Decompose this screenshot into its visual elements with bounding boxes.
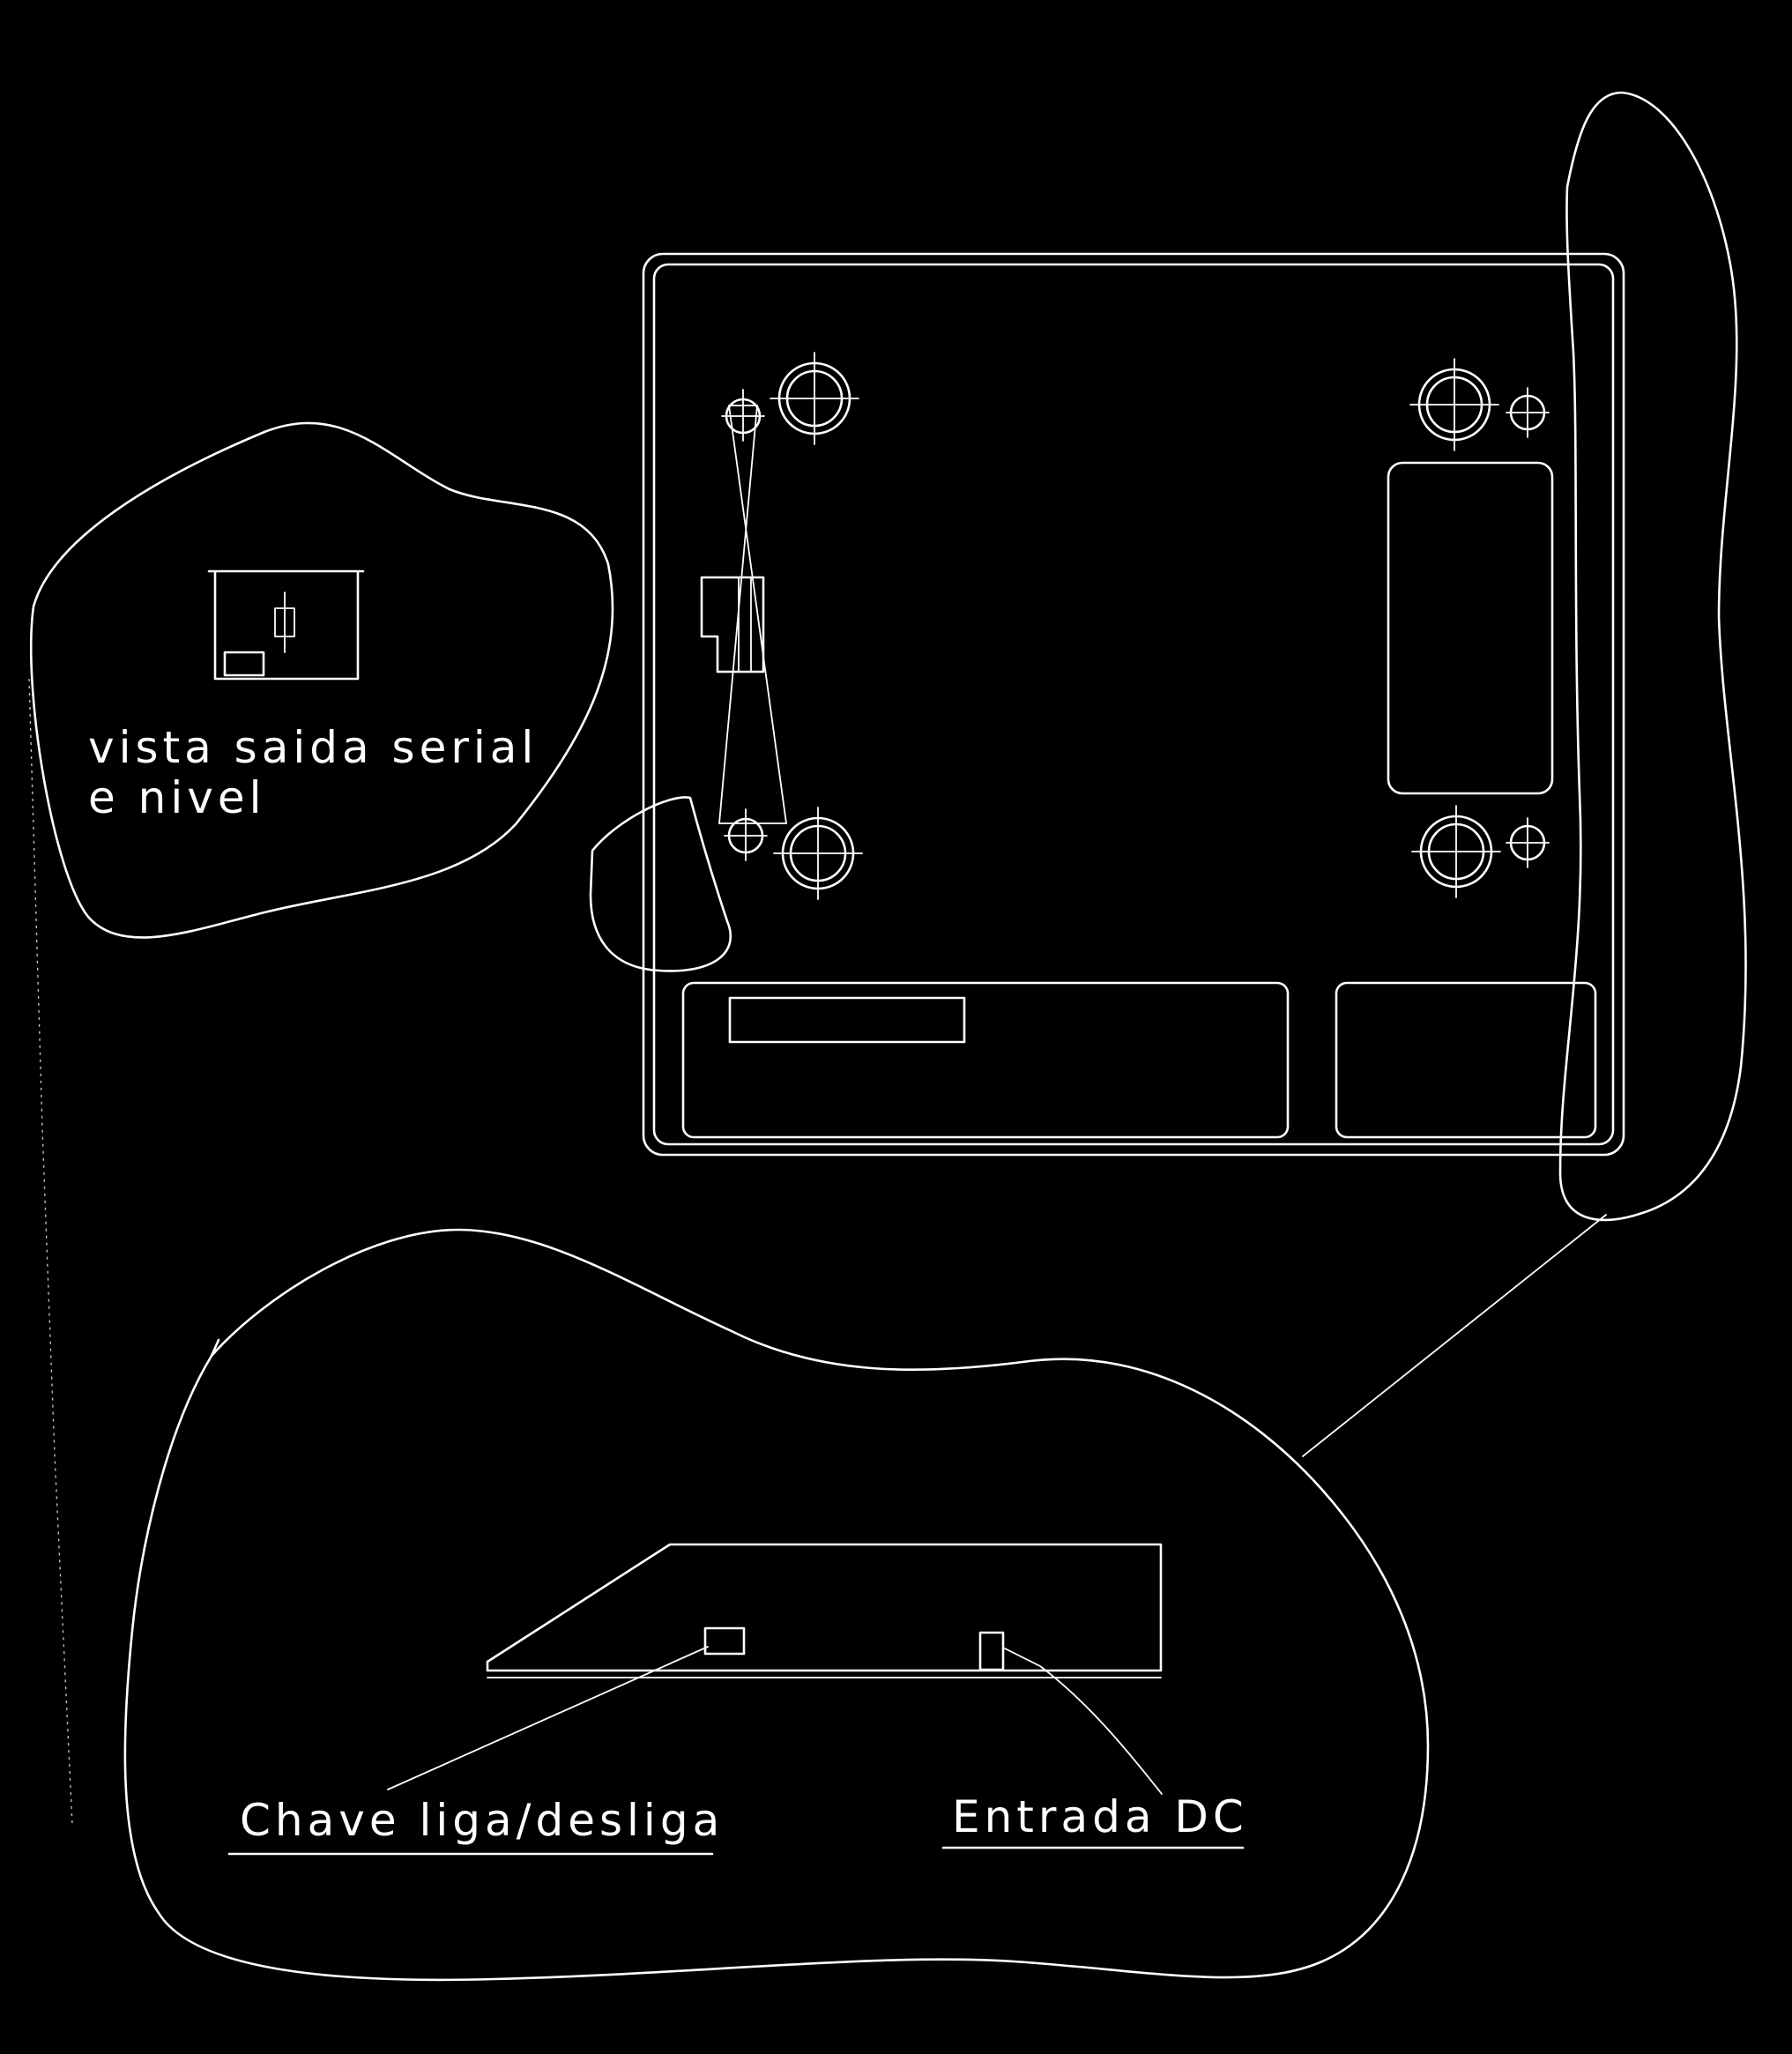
device-top-view [642,252,1625,1157]
serial-level-detail-bubble: vista saida serial e nivel [29,421,614,939]
side-view-detail-bubble: Chave liga/desliga Entrada DC [123,1228,1430,1982]
dc-input-label: Entrada DC [952,1791,1248,1842]
serial-connector-cutout [1387,461,1554,795]
display-panel [681,981,1290,1139]
connector-side-marker [1558,91,1747,1222]
mounting-hole-top-left [770,352,859,445]
mounting-hole-bottom-left [773,807,863,900]
side-bubble-outline [123,1228,1430,1982]
power-switch-leader [387,1646,709,1790]
display-window [728,996,966,1044]
serial-view-label-line2: e nivel [88,772,265,823]
serial-detail-port [223,651,265,677]
screw-mark-top-left [721,389,765,442]
serial-view-label-line1: vista saida serial [88,722,538,773]
case-inner-outline [652,263,1615,1146]
keypad-panel [1335,981,1597,1139]
power-switch [703,1626,746,1656]
device-side-profile [486,1543,1163,1672]
screw-mark-bottom-right [1506,817,1550,868]
power-switch-label: Chave liga/desliga [240,1795,724,1846]
case-outer-outline [642,252,1625,1157]
mounting-hole-bottom-right [1411,805,1501,898]
serial-bubble-outline [29,421,614,939]
level-detail-marker [589,796,732,972]
screw-mark-bottom-left [724,808,768,861]
detail-leader-line [1302,1214,1607,1457]
dc-input-jack [978,1631,1005,1671]
screw-mark-top-right [1506,387,1550,438]
side-bubble-tick [210,1338,220,1358]
serial-detail-housing [207,569,365,681]
level-indicator [700,405,787,824]
left-edge-line [28,678,73,1826]
mounting-hole-top-right [1409,358,1499,451]
dc-input-leader [1004,1648,1163,1795]
serial-detail-level [274,592,295,653]
